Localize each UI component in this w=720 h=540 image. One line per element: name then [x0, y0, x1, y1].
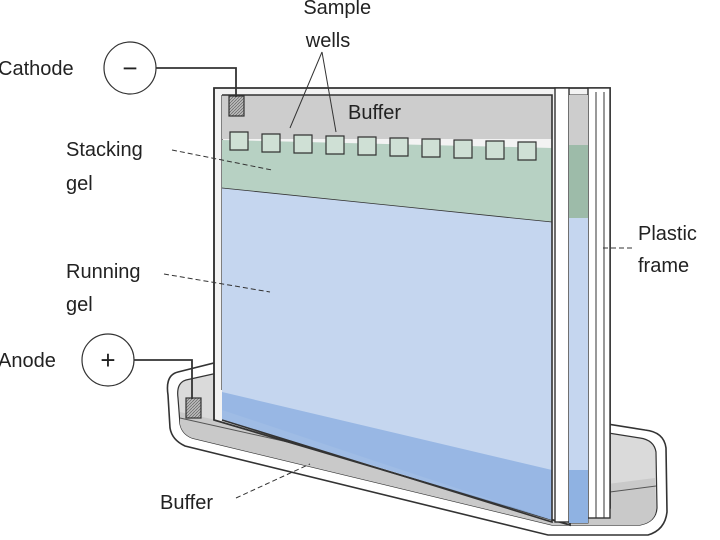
- running-gel-side-bottom: [569, 470, 588, 523]
- cathode-electrode: [228, 95, 245, 117]
- sample-well: [421, 138, 441, 158]
- running-gel-label: Running gel: [66, 261, 146, 316]
- sample-well: [261, 133, 281, 153]
- frame-side-strip: [587, 87, 611, 519]
- running-gel-side: [569, 218, 588, 523]
- cathode-label: Cathode: [0, 58, 74, 80]
- running-gel-leader: [163, 273, 271, 293]
- sample-well: [485, 140, 505, 160]
- gel-boundary: [221, 187, 553, 223]
- sample-well: [357, 136, 377, 156]
- sample-wells: [229, 131, 537, 161]
- sample-well: [293, 134, 313, 154]
- gel-outline: [221, 94, 553, 524]
- cathode-wire: [156, 67, 237, 97]
- stacking-gel-leader: [171, 149, 273, 171]
- anode-sign: +: [100, 345, 115, 375]
- top-buffer-side: [569, 95, 588, 145]
- plastic-frame-label: Plastic frame: [638, 223, 702, 277]
- anode-terminal: [81, 333, 135, 387]
- cathode-sign: −: [122, 53, 137, 83]
- stacking-gel-side: [569, 145, 588, 218]
- sample-wells-leader: [289, 51, 323, 129]
- anode-label: Anode: [0, 350, 56, 372]
- top-buffer: [222, 95, 552, 139]
- sample-well: [325, 135, 345, 155]
- leader-lines: [163, 51, 632, 499]
- anode-wire: [134, 359, 193, 399]
- buffer-bottom-label: Buffer: [160, 492, 213, 514]
- sample-well: [453, 139, 473, 159]
- running-gel-bottom-band: [222, 392, 552, 520]
- stacking-gel: [222, 140, 552, 222]
- anode-electrode: [185, 397, 202, 419]
- cathode-terminal: [103, 41, 157, 95]
- sample-wells-label: Sample wells: [303, 0, 376, 52]
- sample-well: [389, 137, 409, 157]
- buffer-bottom-leader: [235, 463, 311, 499]
- stacking-gel-label: Stacking gel: [66, 139, 148, 195]
- sample-well: [517, 141, 537, 161]
- buffer-top-label: Buffer: [348, 102, 401, 124]
- sample-well: [229, 131, 249, 151]
- sample-wells-leader: [321, 51, 337, 133]
- frame-side-strip: [554, 87, 570, 523]
